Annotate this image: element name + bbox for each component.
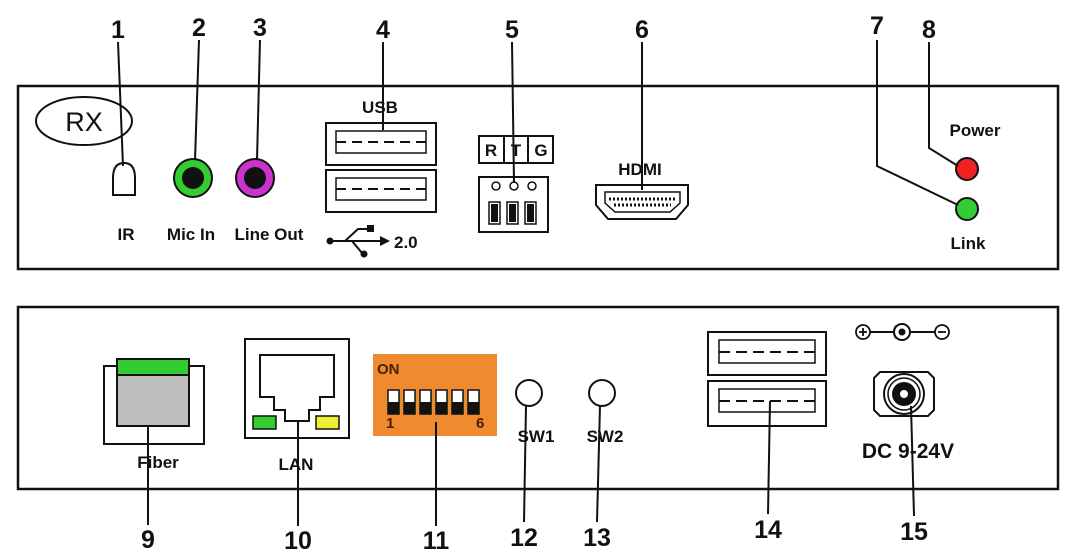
rx-panel-outline (16, 84, 1060, 271)
rs232-terminal-block (478, 176, 549, 233)
callout-4: 4 (376, 16, 390, 44)
line-out-label: Line Out (235, 225, 304, 244)
power-label: Power (949, 121, 1000, 140)
dc-label: DC 9-24V (862, 440, 954, 463)
sw1-label: SW1 (518, 427, 555, 446)
mic-in-jack (173, 158, 213, 198)
rs232-t-label: T (511, 141, 522, 160)
power-led (955, 157, 979, 181)
sw2-button (588, 379, 616, 407)
callout-2: 2 (192, 14, 206, 42)
callout-7: 7 (870, 12, 884, 40)
bottom-panel-outline (16, 305, 1060, 491)
usb-port-top (325, 122, 437, 166)
hdmi-label: HDMI (618, 160, 661, 179)
dip-last-label: 6 (476, 415, 484, 432)
callout-14: 14 (754, 516, 782, 544)
rx-title: RX (65, 107, 103, 137)
callout-9: 9 (141, 526, 155, 554)
callout-11: 11 (423, 527, 450, 555)
line-out-jack (235, 158, 275, 198)
rs232-rtg-header (478, 135, 554, 164)
callout-3: 3 (253, 14, 267, 42)
usb-label: USB (362, 98, 398, 117)
rx-badge: RX (35, 96, 133, 146)
callout-8: 8 (922, 16, 936, 44)
usb-version-label: 2.0 (394, 233, 418, 252)
usb-port-bottom (325, 169, 437, 213)
lan-label: LAN (279, 455, 314, 474)
fiber-label: Fiber (137, 453, 179, 472)
callout-15: 15 (900, 518, 928, 546)
dip-first-label: 1 (386, 415, 394, 432)
usb-trident-icon (326, 225, 390, 258)
mic-in-label: Mic In (167, 225, 215, 244)
callout-13: 13 (583, 524, 611, 552)
callout-12: 12 (510, 524, 538, 552)
dc-power-jack (873, 371, 935, 417)
link-led (955, 197, 979, 221)
callout-1: 1 (111, 16, 125, 44)
rs232-r-label: R (485, 141, 497, 160)
hdmi-port (595, 184, 689, 220)
bottom-usb-port-bottom (707, 380, 827, 427)
sw1-button (515, 379, 543, 407)
callout-5: 5 (505, 16, 519, 44)
ir-sensor (112, 161, 136, 196)
sw2-label: SW2 (587, 427, 624, 446)
callout-10: 10 (284, 527, 312, 555)
dip-on-label: ON (377, 361, 400, 378)
callout-6: 6 (635, 16, 649, 44)
ir-label: IR (118, 225, 135, 244)
bottom-usb-port-top (707, 331, 827, 376)
rs232-g-label: G (534, 141, 547, 160)
dc-polarity-icon (855, 323, 950, 341)
fiber-port (103, 358, 205, 445)
link-label: Link (951, 234, 986, 253)
